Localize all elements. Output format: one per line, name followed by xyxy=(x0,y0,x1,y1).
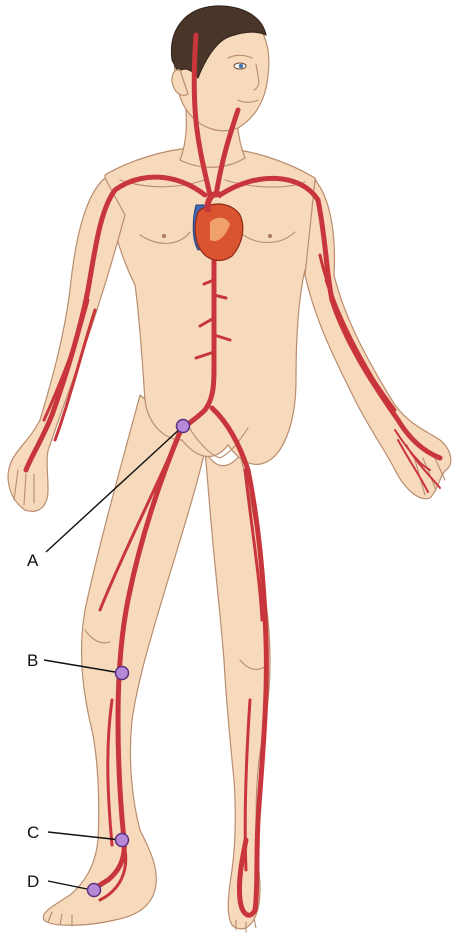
iris xyxy=(239,64,244,69)
pulse-point-d-dorsalis-pedis xyxy=(88,884,101,897)
label-c: C xyxy=(27,823,39,842)
right-arm xyxy=(8,178,125,511)
pulse-point-b-popliteal xyxy=(116,667,129,680)
label-b: B xyxy=(27,651,38,670)
label-a: A xyxy=(27,551,39,570)
label-d: D xyxy=(27,872,39,891)
pulse-point-a-femoral xyxy=(177,420,190,433)
left-leg xyxy=(205,450,270,929)
nipple-left xyxy=(268,234,272,238)
pulse-point-c-posterior-tibial xyxy=(116,834,129,847)
nipple-right xyxy=(162,234,166,238)
